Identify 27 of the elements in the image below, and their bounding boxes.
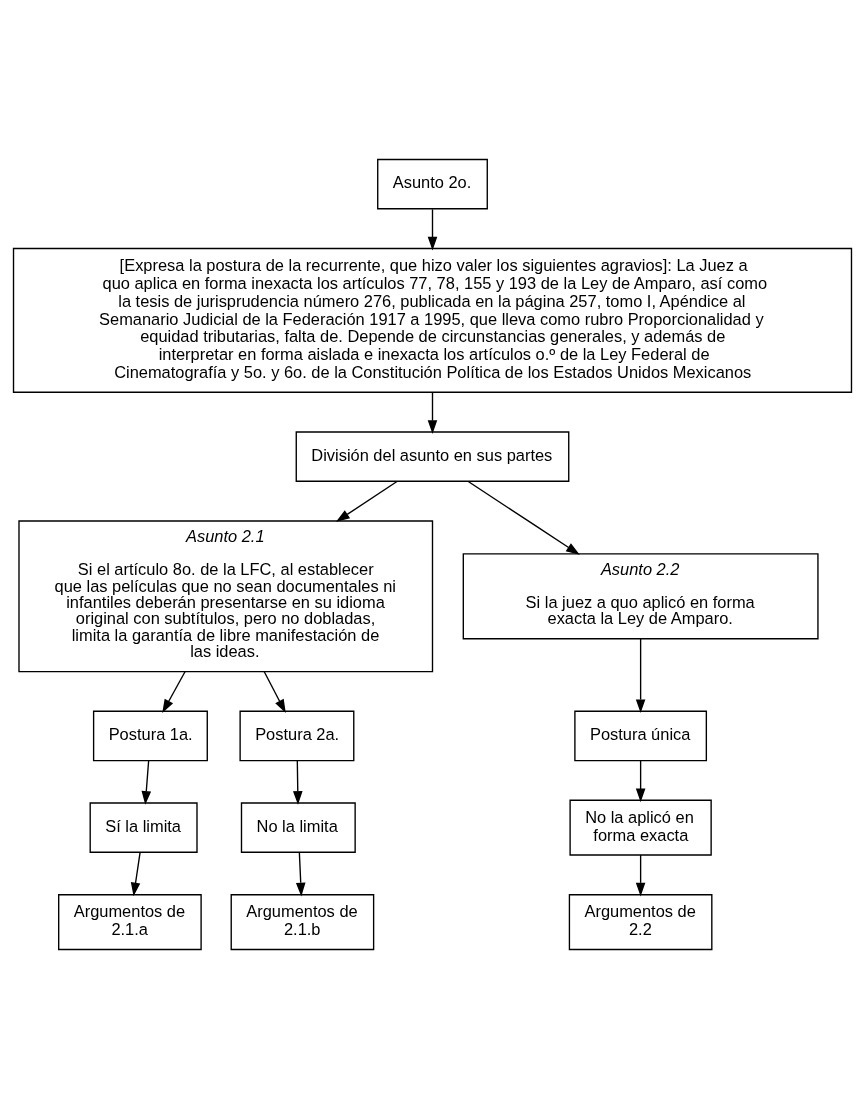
arrow (141, 760, 152, 805)
node-box: Asunto 2.1 Si el artículo 8o. de la LFC, al establecer que las películas que no sean documentales ni infantiles deberán presentarse en su idioma original con subtítulos, pero no dobladas, limita la garantía de libre manifestación de las ideas. (18, 520, 434, 673)
node-box: Sí la limita (89, 802, 198, 853)
arrow (162, 671, 186, 714)
node-box: [Expresa la postura de la recurrente, que hizo valer los siguientes agravios]: La Juez a quo aplica en forma inexacta los artículos 77, 78, 155 y 193 de la Ley de Amparo, así como la tesis de jurisprudencia número 276, publicada en la página 257, tomo I, Apéndice al Semanario Judicial de la Federación 1917 a 1995, que lleva como rubro Proporcionalidad y equidad tributarias, falta de. Depende de circunstancias generales, y además de interpretar en forma aislada e inexacta los artículos o.º de la Ley Federal de Cinematografía y 5o. y 6o. de la Constitución Política de los Estados Unidos Mexicanos (12, 247, 853, 393)
arrow (427, 391, 438, 434)
arrow (635, 854, 646, 897)
arrow (427, 208, 438, 251)
arrow (130, 851, 141, 897)
node-box: Postura única (574, 710, 708, 762)
node-box: Postura 2a. (239, 710, 355, 762)
node-box: No la aplicó en forma exacta (569, 799, 712, 856)
arrow (295, 851, 306, 897)
node-box: Postura 1a. (92, 710, 208, 762)
node-box: División del asunto en sus partes (295, 431, 570, 482)
node-box: Asunto 2.2 Si la juez a quo aplicó en forma exacta la Ley de Amparo. (462, 553, 819, 640)
arrow (635, 638, 646, 714)
arrow (467, 480, 580, 555)
arrow (263, 671, 286, 714)
node-box: No la limita (240, 802, 356, 853)
arrow (292, 760, 303, 805)
arrow (336, 480, 398, 522)
node-box: Asunto 2o. (377, 158, 488, 210)
node-box: Argumentos de 2.2 (568, 894, 713, 951)
arrow (635, 760, 646, 803)
node-box: Argumentos de 2.1.a (58, 894, 202, 951)
node-box: Argumentos de 2.1.b (230, 894, 375, 951)
